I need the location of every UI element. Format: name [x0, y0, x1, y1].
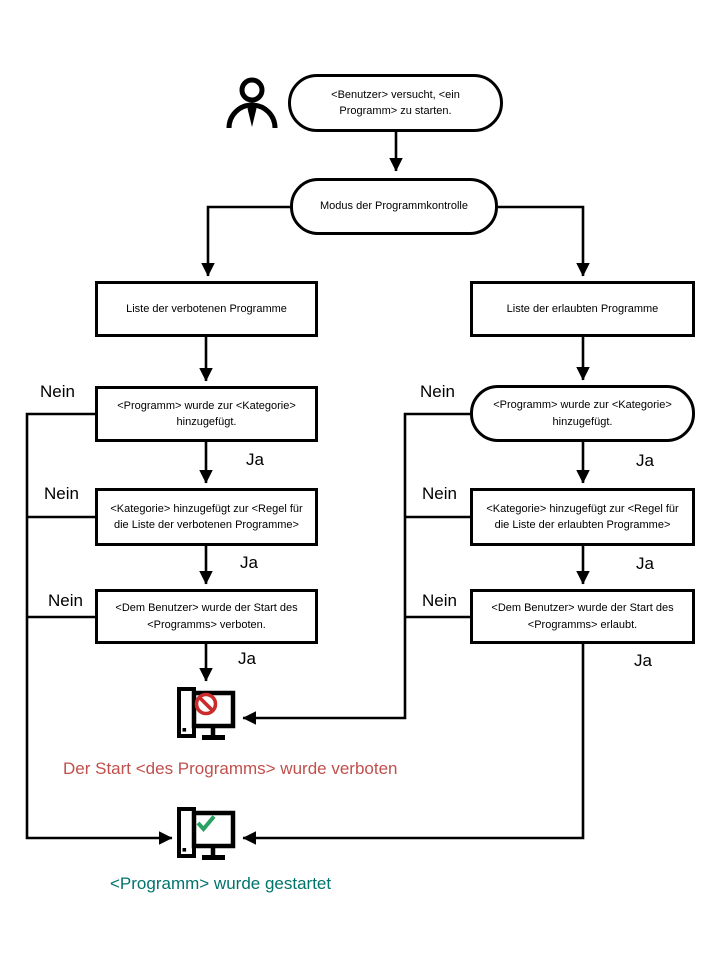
allowed-list-text: Liste der erlaubten Programme	[506, 302, 659, 315]
denied-result-text: Der Start <des Programms> wurde verboten	[63, 759, 398, 778]
mode-node-text: Modus der Programmkontrolle	[320, 200, 468, 213]
no-label: Nein	[44, 484, 79, 503]
user-icon	[226, 77, 278, 129]
yes-label: Ja	[634, 651, 652, 670]
forbidden-program-added-text: <Programm> wurde zur <Kategorie> hinzuge…	[117, 399, 296, 429]
no-label: Nein	[40, 382, 75, 401]
wire-group	[25, 132, 590, 845]
allowed-program-added-node: <Programm> wurde zur <Kategorie> hinzuge…	[470, 385, 695, 442]
check-mark	[196, 815, 216, 833]
yes-label: Ja	[636, 554, 654, 573]
start-node-text: <Benutzer> versucht, <ein Programm> zu s…	[331, 88, 460, 118]
forbidden-program-added-node: <Programm> wurde zur <Kategorie> hinzuge…	[95, 386, 318, 442]
forbidden-list-text: Liste der verbotenen Programme	[126, 302, 287, 315]
start-denied-text: <Dem Benutzer> wurde der Start des <Prog…	[115, 602, 298, 631]
no-label: Nein	[420, 382, 455, 401]
computer-prohibited-icon	[177, 687, 236, 740]
yes-label: Ja	[636, 451, 654, 470]
allowed-category-rule-node: <Kategorie> hinzugefügt zur <Regel für d…	[470, 488, 695, 546]
start-denied-node: <Dem Benutzer> wurde der Start des <Prog…	[95, 589, 318, 644]
yes-label: Ja	[238, 649, 256, 668]
allowed-category-rule-text: <Kategorie> hinzugefügt zur <Regel für d…	[486, 502, 679, 532]
no-label: Nein	[422, 591, 457, 610]
no-label: Nein	[48, 591, 83, 610]
forbidden-list-node: Liste der verbotenen Programme	[95, 281, 318, 337]
prohibition-badge	[194, 692, 218, 716]
allowed-list-node: Liste der erlaubten Programme	[470, 281, 695, 337]
computer-check-icon	[177, 807, 236, 860]
forbidden-category-rule-node: <Kategorie> hinzugefügt zur <Regel für d…	[95, 488, 318, 546]
yes-label: Ja	[240, 553, 258, 572]
no-label: Nein	[422, 484, 457, 503]
start-allowed-text: <Dem Benutzer> wurde der Start des <Prog…	[491, 602, 674, 631]
started-result-text: <Programm> wurde gestartet	[110, 874, 332, 893]
yes-label: Ja	[246, 450, 264, 469]
forbidden-category-rule-text: <Kategorie> hinzugefügt zur <Regel für d…	[110, 502, 303, 532]
start-allowed-node: <Dem Benutzer> wurde der Start des <Prog…	[470, 589, 695, 644]
mode-node: Modus der Programmkontrolle	[290, 178, 498, 235]
allowed-program-added-text: <Programm> wurde zur <Kategorie> hinzuge…	[493, 399, 672, 428]
start-node: <Benutzer> versucht, <ein Programm> zu s…	[288, 74, 503, 132]
